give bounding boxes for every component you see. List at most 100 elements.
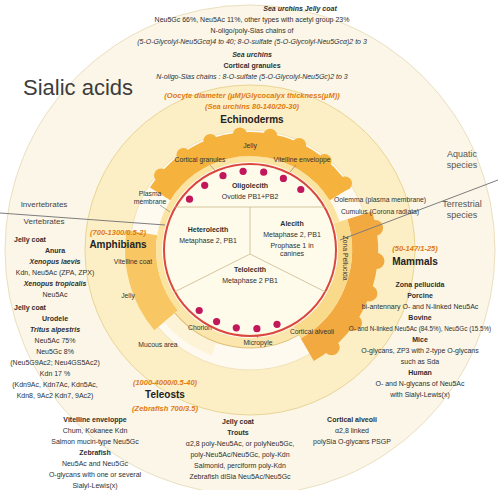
oocyte-type: Alecith bbox=[280, 220, 303, 228]
division-label: Terrestrial species bbox=[432, 199, 492, 221]
heading-text: Trouts bbox=[227, 429, 248, 437]
part-label: Zona Pellucida bbox=[341, 236, 349, 281]
part-label: Jelly bbox=[121, 292, 135, 300]
group-ring bbox=[85, 85, 415, 415]
diagram-title: Sialic acids bbox=[23, 75, 133, 101]
oocyte-stage: Metaphase 2, PB1 bbox=[263, 231, 321, 239]
oocyte-stage: Prophase 1 in canines bbox=[267, 242, 317, 259]
species-name: Xenopus tropicalis bbox=[24, 280, 87, 288]
part-label: Oolemma (plasma membrane) bbox=[334, 196, 426, 204]
jelly-bump bbox=[203, 134, 217, 148]
jelly-bump bbox=[338, 176, 352, 190]
part-label: Vitelline coat bbox=[114, 258, 152, 266]
heading-text: Jelly coat bbox=[14, 304, 46, 312]
species-name: Sea urchins Jelly coat bbox=[263, 5, 337, 13]
species-name: Tritus alpestris bbox=[30, 326, 80, 334]
division-label: Vertebrates bbox=[24, 217, 65, 227]
note-text: polySia O-glycans PSGP bbox=[313, 438, 391, 446]
granule-dot bbox=[273, 321, 280, 328]
oocyte-type: Telolecith bbox=[234, 266, 266, 274]
size-range: (50-147/1-25) bbox=[392, 244, 437, 253]
note-text: Salmon mucin-type Neu5Gc bbox=[51, 438, 139, 446]
heading-text: Cortical alveoli bbox=[327, 416, 377, 424]
heading-text: Zona pellucida bbox=[395, 281, 444, 289]
granule-dot bbox=[186, 196, 193, 203]
oocyte-stage: Ovotide PB1+PB2 bbox=[222, 193, 279, 201]
part-label: Mucous area bbox=[138, 341, 177, 349]
plasma-membrane-circle bbox=[164, 164, 336, 336]
mucous-area-band bbox=[115, 115, 384, 384]
granule-dot bbox=[297, 186, 304, 193]
sector-line bbox=[250, 254, 326, 292]
division-line bbox=[340, 180, 498, 240]
note-text: Neu5Gc 8% bbox=[36, 348, 74, 356]
note-text: bi-antennary O- and N-linked Neu5Ac bbox=[362, 303, 479, 311]
granule-dot bbox=[201, 182, 208, 189]
note-text: O- and N-glycans of Neu5Ac bbox=[375, 380, 464, 388]
cumulus-band bbox=[106, 106, 395, 395]
group-name: Teleosts bbox=[145, 389, 185, 401]
granule-dot bbox=[253, 325, 260, 332]
heading-text: Zebrafish bbox=[79, 449, 111, 457]
note-text: Kdn 17 % bbox=[40, 370, 70, 378]
leader-line bbox=[290, 165, 296, 172]
size-range: (700-1300/0.5-2) bbox=[90, 228, 146, 237]
part-label: Cortical alveoli bbox=[290, 328, 334, 336]
note-text: Neu5Ac 75% bbox=[35, 337, 76, 345]
note-text: N-oligo-Sias chains : 8-O-sulfate (5-O-G… bbox=[156, 73, 347, 81]
oocyte-type: Oligolecith bbox=[232, 182, 268, 190]
size-range: (Zebrafish 700/3.5) bbox=[132, 404, 198, 413]
outer-field bbox=[5, 5, 495, 490]
oocyte-circle: OligolecithOvotide PB1+PB2HeterolecithMe… bbox=[162, 162, 338, 338]
heading-text: Vitelline enveloppe bbox=[63, 416, 126, 424]
leader-line bbox=[160, 205, 170, 212]
note-text: poly-Neu5Ac/Neu5Gc, poly-Kdn bbox=[190, 451, 289, 459]
heading-text: Anura bbox=[45, 247, 65, 255]
note-text: (Neu5G9Ac2; Neu4GS5Ac2) bbox=[10, 359, 100, 367]
note-text: O- and N-linked Neu5Ac (84.5%), Neu5Gc (… bbox=[349, 325, 491, 333]
note-text: Zebrafish diSia Neu5Ac/Neu5Gc bbox=[189, 473, 290, 481]
heading-text: Jelly coat bbox=[14, 236, 46, 244]
note-text: Salmonid, perciform poly-Kdn bbox=[194, 462, 286, 470]
chorion-edge bbox=[116, 116, 384, 384]
note-text: O-glycans, ZP3 with 2-type O-glycans bbox=[361, 347, 479, 355]
note-text: Kdn, Neu5Ac (ZPA, ZPX) bbox=[16, 269, 94, 277]
size-range: (1000-4000/0.5-40) bbox=[133, 378, 197, 387]
oocyte-stage: Metaphase 2 PB1 bbox=[222, 277, 278, 285]
zona-pellucida-band bbox=[131, 131, 369, 369]
heading-text: Human bbox=[408, 369, 432, 377]
sector-line bbox=[174, 254, 250, 292]
note-text: (Kdn9Ac, Kdn7Ac, Kdn5Ac, bbox=[12, 381, 98, 389]
note-text: Neu5Ac bbox=[43, 291, 68, 299]
note-text: (5-O-Glycolyl-Neu5Gcα)4 to 40; 8-O-sulfa… bbox=[137, 38, 367, 46]
note-text: Neu5Ac and Neu5Gc bbox=[62, 460, 128, 468]
jelly-bump bbox=[233, 128, 247, 142]
jelly-bump bbox=[263, 129, 277, 143]
note-text: α2,8 poly-Neu5Ac, or polyNeu5Gc, bbox=[186, 440, 294, 448]
note-text: N-oligo/poly-Sias chains of bbox=[211, 27, 294, 35]
part-label: Plasma membrane bbox=[130, 190, 170, 206]
note-text: Kdn8, 9Ac2 Kdn7, 9Ac2) bbox=[17, 392, 94, 400]
note-text: Sialyl-Lewis(x) bbox=[72, 482, 117, 490]
cumulus-bump bbox=[367, 220, 383, 236]
note-text: with Sialyl-Lewis(x) bbox=[390, 391, 450, 399]
species-name: Xenopus laevis bbox=[30, 258, 81, 266]
group-name: Mammals bbox=[392, 256, 438, 268]
species-name: Sea urchins bbox=[232, 51, 272, 59]
heading-text: Cortical granules bbox=[223, 62, 280, 70]
note-text: Neu5Gc 66%, Neu5Ac 11%, other types with… bbox=[155, 16, 350, 24]
note-text: O-glycans with one or several bbox=[49, 471, 141, 479]
part-label: Cortical granules bbox=[175, 156, 226, 164]
sector-line bbox=[250, 207, 251, 254]
part-label: Micropyle bbox=[243, 339, 272, 347]
size-range: (Oocyte diameter (µM)/Glycocalyx thickne… bbox=[164, 91, 339, 100]
cumulus-bump bbox=[369, 253, 385, 269]
granule-dot bbox=[219, 172, 226, 179]
heading-text: Jelly coat bbox=[222, 418, 254, 426]
note-text: α2,8 linked bbox=[335, 427, 369, 435]
granule-dot bbox=[213, 318, 220, 325]
heading-text: Porcine bbox=[407, 292, 433, 300]
part-label: Jelly bbox=[243, 142, 257, 150]
heading-text: Bovine bbox=[408, 314, 431, 322]
